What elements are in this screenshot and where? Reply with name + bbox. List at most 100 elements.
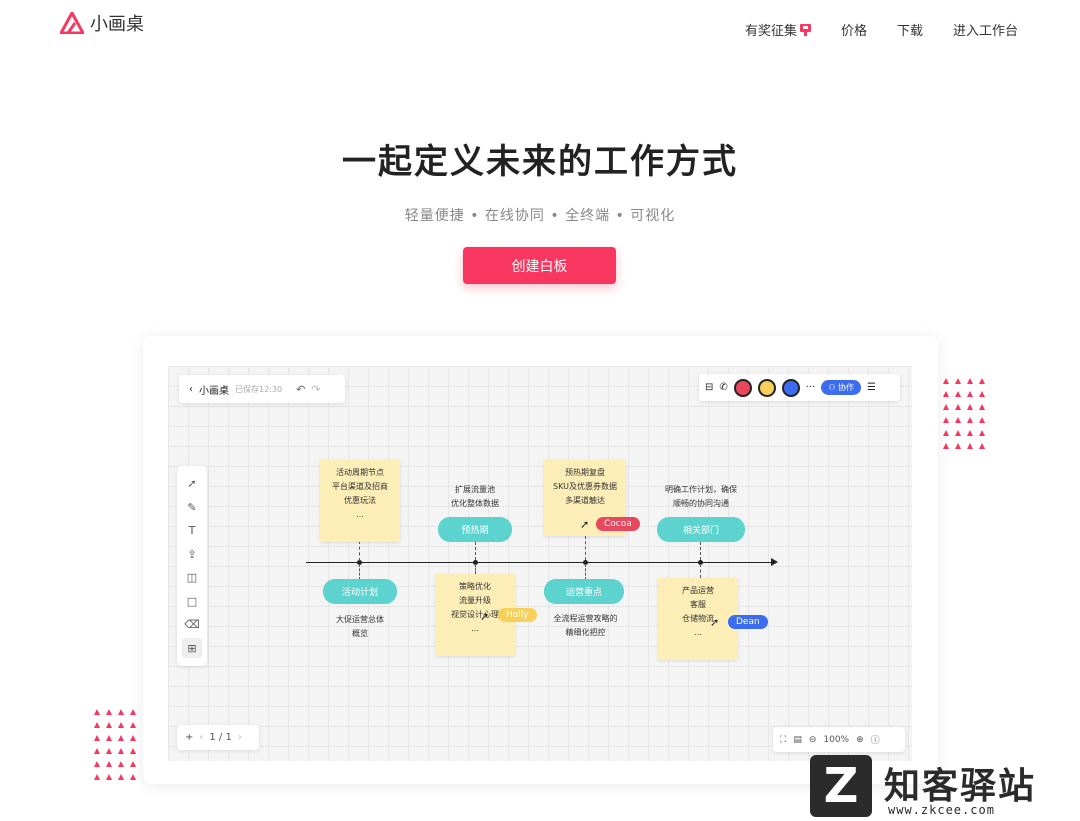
left-toolbar: ➚ ✎ T ⇪ ◫ □ ⌫ ⊞ [177, 466, 207, 666]
decor-triangle [118, 709, 124, 715]
watermark-logo: Z [810, 755, 872, 817]
flag-icon [799, 23, 811, 36]
pointer-icon[interactable]: ➚ [187, 477, 197, 491]
note-line: SKU及优惠券数据 [553, 482, 617, 491]
cursor-arrow-icon: ➚ [710, 616, 720, 629]
decor-triangle [94, 735, 100, 741]
fullscreen-icon[interactable]: ⛶ [780, 734, 787, 745]
decor-triangle [955, 443, 961, 449]
note-line: 活动周期节点 [336, 468, 384, 477]
create-whiteboard-button[interactable]: 创建白板 [463, 247, 616, 284]
help-icon[interactable]: ⓘ [870, 736, 880, 746]
sticky-note-icon[interactable]: ◫ [186, 571, 198, 585]
cursor-tag-cocoa: Cocoa [596, 517, 640, 531]
decor-triangle [967, 417, 973, 423]
caption-line: 精细化把控 [565, 628, 606, 637]
present-icon[interactable]: ⊟ [705, 382, 714, 393]
decor-triangle [94, 774, 100, 780]
decor-triangle [967, 430, 973, 436]
decor-triangle [979, 443, 985, 449]
connector [700, 564, 701, 578]
avatar[interactable] [781, 378, 800, 397]
avatar[interactable] [757, 378, 776, 397]
grid-icon[interactable]: ⊞ [182, 638, 202, 659]
timeline-node-warmup[interactable]: 预热期 [438, 517, 512, 542]
phone-icon[interactable]: ✆ [719, 382, 728, 393]
caption-line: 优化整体数据 [451, 499, 499, 508]
zoom-out-icon[interactable]: ⊖ [808, 734, 817, 745]
undo-icon[interactable]: ↶ [296, 382, 306, 396]
back-icon[interactable]: ‹ [189, 383, 193, 395]
collab-label: 协作 [838, 383, 855, 392]
zoom-in-icon[interactable]: ⊕ [856, 734, 864, 745]
connector [585, 536, 586, 560]
next-page-icon[interactable]: › [237, 732, 242, 743]
brand-logo[interactable]: 小画桌 [60, 10, 144, 36]
decor-triangle [118, 761, 124, 767]
watermark-url: www.zkcee.com [888, 803, 995, 817]
decor-triangles-left [91, 706, 139, 781]
cursor-tag-holly: Holly [498, 608, 537, 622]
note-line: ... [471, 624, 479, 633]
note-line: ... [356, 510, 364, 519]
caption-line: 顺畅的协同沟通 [673, 499, 729, 508]
avatar[interactable] [733, 378, 752, 397]
decor-triangle [118, 748, 124, 754]
connector [585, 564, 586, 580]
timeline-dot [698, 560, 703, 565]
decor-triangle [106, 748, 112, 754]
decor-triangle [106, 735, 112, 741]
decor-triangle [979, 378, 985, 384]
nav-item-pricing[interactable]: 价格 [841, 20, 867, 39]
timeline-node-departments[interactable]: 相关部门 [657, 517, 745, 542]
caption-line: 明确工作计划，确保 [665, 485, 737, 494]
node-caption: 明确工作计划，确保 顺畅的协同沟通 [651, 483, 751, 511]
collaborate-button[interactable]: ⚇ 协作 [821, 380, 862, 395]
brand-triangle-icon [60, 12, 84, 34]
map-icon[interactable]: ▤ [793, 734, 802, 745]
decor-triangle [955, 404, 961, 410]
timeline-node-activity-plan[interactable]: 活动计划 [323, 579, 397, 604]
cursor-tag-dean: Dean [728, 615, 768, 629]
whiteboard-canvas[interactable]: ‹ 小画桌 已保存12:30 ↶ ↷ ⊟ ✆ ··· ⚇ 协作 ☰ ➚ ✎ T … [168, 366, 912, 761]
nav-item-download[interactable]: 下载 [897, 20, 923, 39]
connector [475, 542, 476, 560]
more-icon[interactable]: ··· [805, 382, 816, 393]
top-nav: 有奖征集 价格 下载 进入工作台 [745, 20, 1018, 39]
pen-icon[interactable]: ✎ [187, 500, 197, 514]
user-icon: ⚇ [828, 383, 839, 392]
connector [359, 541, 360, 561]
note-line: 多渠道触达 [565, 496, 605, 505]
decor-triangle [979, 430, 985, 436]
note-line: 平台渠道及招商 [332, 482, 388, 491]
nav-item-contest[interactable]: 有奖征集 [745, 20, 811, 39]
rectangle-icon[interactable]: □ [186, 594, 198, 608]
redo-icon[interactable]: ↷ [311, 382, 321, 396]
decor-triangle [130, 722, 136, 728]
decor-triangle [967, 391, 973, 397]
sticky-note[interactable]: 活动周期节点 平台渠道及招商 优惠玩法 ... [320, 460, 400, 542]
connector [359, 564, 360, 580]
decor-triangle [967, 443, 973, 449]
note-line: 视觉设计心理 [451, 610, 499, 619]
upload-icon[interactable]: ⇪ [187, 547, 197, 561]
eraser-icon[interactable]: ⌫ [184, 618, 200, 632]
timeline-arrow [771, 558, 778, 566]
nav-item-workspace[interactable]: 进入工作台 [953, 20, 1018, 39]
prev-page-icon[interactable]: ‹ [199, 732, 204, 743]
note-line: 仓储物流 [682, 614, 714, 623]
note-line: 流量升级 [459, 596, 491, 605]
sticky-note[interactable]: 产品运营 客服 仓储物流 ... [658, 578, 738, 660]
text-icon[interactable]: T [188, 524, 196, 538]
decor-triangle [979, 391, 985, 397]
list-icon[interactable]: ☰ [867, 382, 877, 393]
decor-triangle [130, 774, 136, 780]
watermark-text: 知客驿站 [884, 766, 1037, 807]
cursor-arrow-icon: ➚ [580, 518, 590, 531]
timeline-node-ops-focus[interactable]: 运营重点 [544, 579, 624, 604]
decor-triangle [130, 709, 136, 715]
decor-triangle [118, 774, 124, 780]
add-page-icon[interactable]: + [185, 732, 194, 743]
board-title[interactable]: 小画桌 [199, 385, 229, 397]
brand-name: 小画桌 [90, 14, 144, 35]
